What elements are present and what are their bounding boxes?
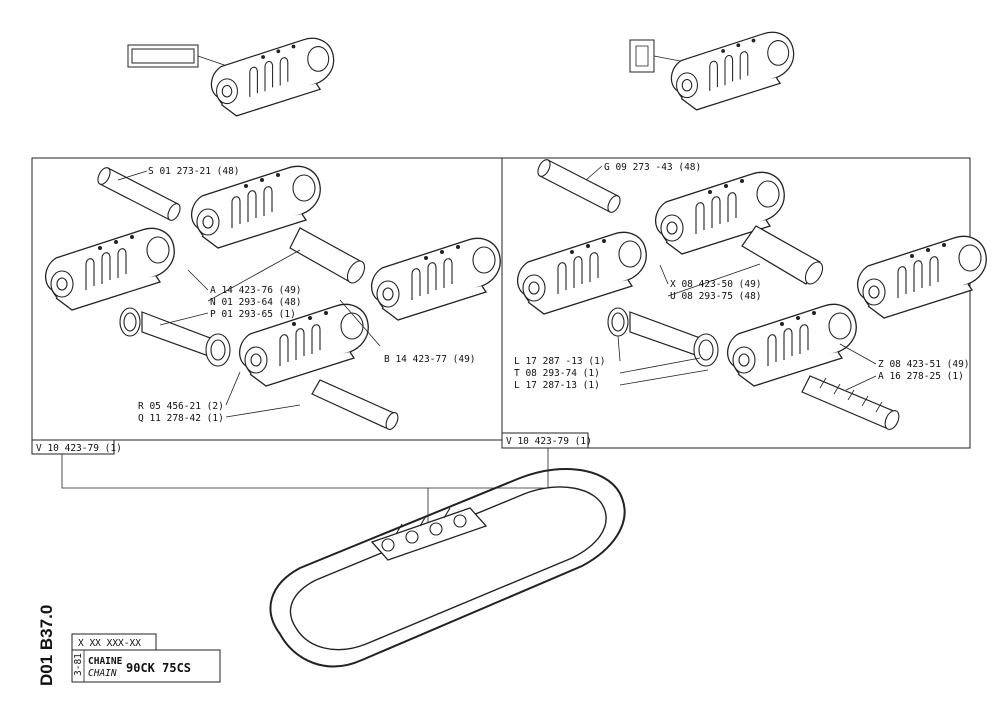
callout-t: T 08 293-74 (1)	[514, 368, 600, 379]
left-callouts: S 01 273-21 (48) A 14 423-76 (49) N 01 2…	[138, 166, 476, 424]
inset-left-link	[127, 37, 335, 117]
right-leaders	[585, 165, 877, 391]
right-footer-ref: V 10 423-79 (1)	[506, 436, 592, 447]
name-en: CHAIN	[88, 668, 117, 679]
callout-a: A 14 423-76 (49)	[210, 285, 302, 296]
right-callouts: G 09 273 -43 (48) X 08 423-50 (49) U 08 …	[514, 162, 970, 391]
callout-a2: A 16 278-25 (1)	[878, 371, 964, 382]
date-label: 3-81	[73, 653, 84, 676]
callout-n: N 01 293-64 (48)	[210, 297, 302, 308]
name-fr: CHAINE	[88, 656, 123, 667]
models: 90CK 75CS	[126, 661, 191, 675]
right-footer-box	[501, 432, 589, 449]
right-panel-parts	[516, 157, 987, 430]
callout-u: U 08 293-75 (48)	[670, 291, 762, 302]
code-line: X XX XXX-XX	[78, 638, 141, 649]
callout-z: Z 08 423-51 (49)	[878, 359, 970, 370]
left-footer-box	[31, 439, 115, 455]
chain-loop	[269, 467, 626, 668]
left-panel-parts	[44, 165, 501, 430]
chain-detail-links	[370, 507, 488, 561]
name-box	[71, 649, 221, 683]
title-block: D01 B37.0 X XX XXX-XX 3-81 CHAINE CHAIN …	[37, 605, 221, 686]
symbol-box-right	[629, 39, 655, 73]
sheet-ref: D01 B37.0	[37, 605, 56, 686]
callout-b: B 14 423-77 (49)	[384, 354, 476, 365]
inset-right-link	[629, 31, 795, 111]
callout-p: P 01 293-65 (1)	[210, 309, 296, 320]
callout-q: Q 11 278-42 (1)	[138, 413, 224, 424]
callout-x: X 08 423-50 (49)	[670, 279, 762, 290]
right-panel-frame	[501, 157, 971, 449]
callout-s: S 01 273-21 (48)	[148, 166, 240, 177]
callout-l2: L 17 287-13 (1)	[514, 380, 600, 391]
callout-r: R 05 456-21 (2)	[138, 401, 224, 412]
callout-g: G 09 273 -43 (48)	[604, 162, 701, 173]
left-leaders	[117, 170, 381, 418]
left-footer-ref: V 10 423-79 (1)	[36, 443, 122, 454]
symbol-box-left	[127, 44, 199, 68]
connector-lines	[61, 448, 549, 522]
callout-l1: L 17 287 -13 (1)	[514, 356, 606, 367]
